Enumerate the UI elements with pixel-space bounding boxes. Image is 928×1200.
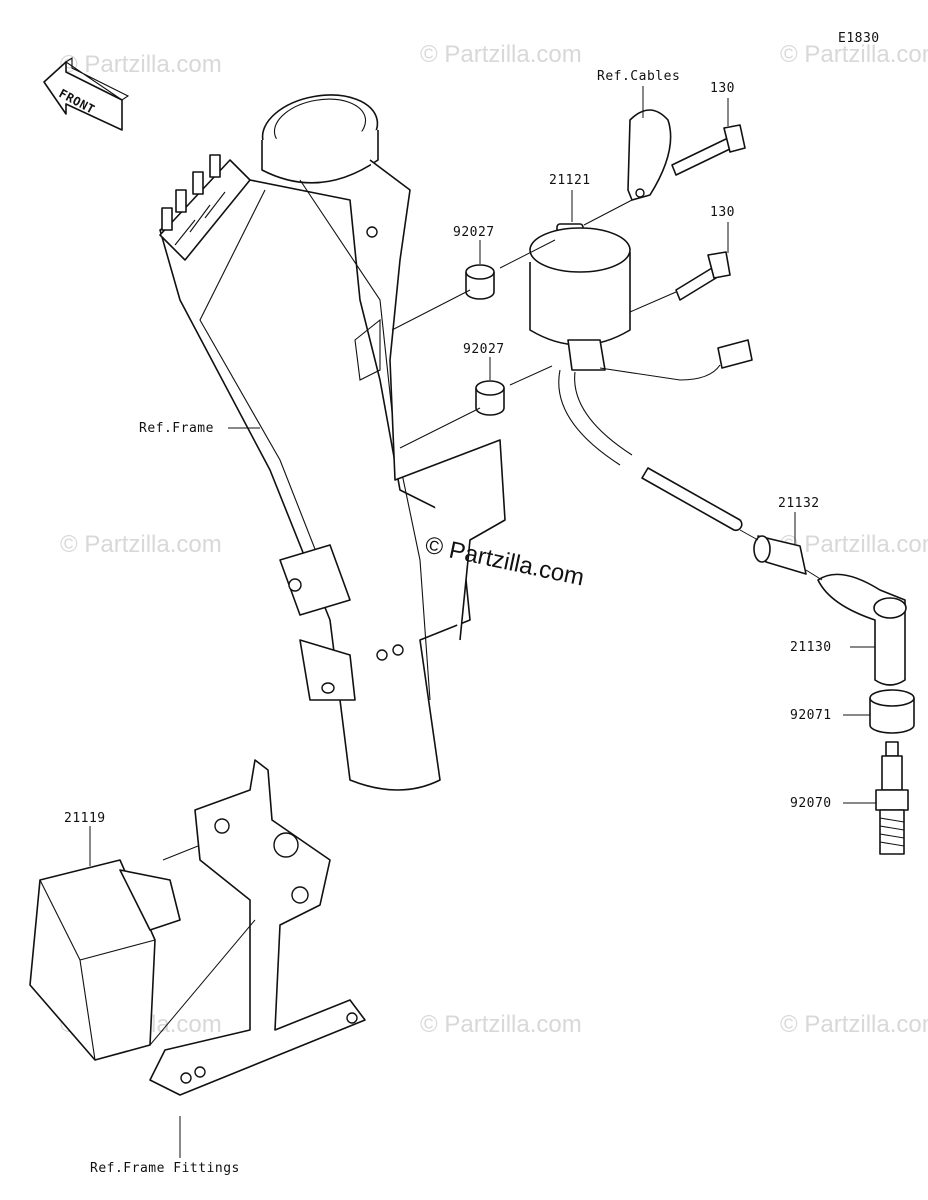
label-ref-frame-fittings: Ref.Frame Fittings xyxy=(90,1161,240,1176)
front-arrow-icon: FRONT xyxy=(43,56,130,131)
watermark-group: © Partzilla.com © Partzilla.com © Partzi… xyxy=(60,41,928,1038)
label-ref-cables: Ref.Cables xyxy=(597,69,680,84)
label-21132: 21132 xyxy=(778,496,820,511)
watermark: © Partzilla.com xyxy=(780,531,928,558)
plug-cap xyxy=(817,573,907,686)
leader-lines xyxy=(89,86,876,1158)
label-bolt-130-upper: 130 xyxy=(710,81,735,96)
frame-drawing xyxy=(159,94,506,791)
label-92070: 92070 xyxy=(790,796,832,811)
part-labels: Ref.Cables 130 130 21121 92027 92027 Ref… xyxy=(64,69,832,1176)
watermark: © Partzilla.com xyxy=(420,41,582,68)
watermark: © Partzilla.com xyxy=(60,51,222,78)
label-21119: 21119 xyxy=(64,811,106,826)
ignition-coil xyxy=(529,223,753,466)
watermark: © Partzilla.com xyxy=(780,41,928,68)
bolt-upper xyxy=(671,124,746,176)
igniter-unit xyxy=(29,859,181,1061)
collar-lower xyxy=(475,380,505,416)
label-21130: 21130 xyxy=(790,640,832,655)
label-92027-upper: 92027 xyxy=(453,225,495,240)
label-21121: 21121 xyxy=(549,173,591,188)
label-92027-lower: 92027 xyxy=(463,342,505,357)
label-bolt-130-lower: 130 xyxy=(710,205,735,220)
watermark: © Partzilla.com xyxy=(780,1011,928,1038)
collar-upper xyxy=(465,264,495,300)
bolt-lower xyxy=(675,251,731,301)
label-92071: 92071 xyxy=(790,708,832,723)
watermark: © Partzilla.com xyxy=(60,531,222,558)
spark-plug xyxy=(875,741,909,855)
ht-lead xyxy=(641,467,743,532)
label-ref-frame: Ref.Frame xyxy=(139,421,214,436)
seal-ring xyxy=(869,689,915,734)
cable-clamp xyxy=(627,109,672,201)
plug-cap-small xyxy=(753,535,807,575)
watermark: © Partzilla.com xyxy=(420,1011,582,1038)
frame-fittings-bracket xyxy=(149,759,366,1096)
diagram-code: E1830 xyxy=(838,31,880,46)
